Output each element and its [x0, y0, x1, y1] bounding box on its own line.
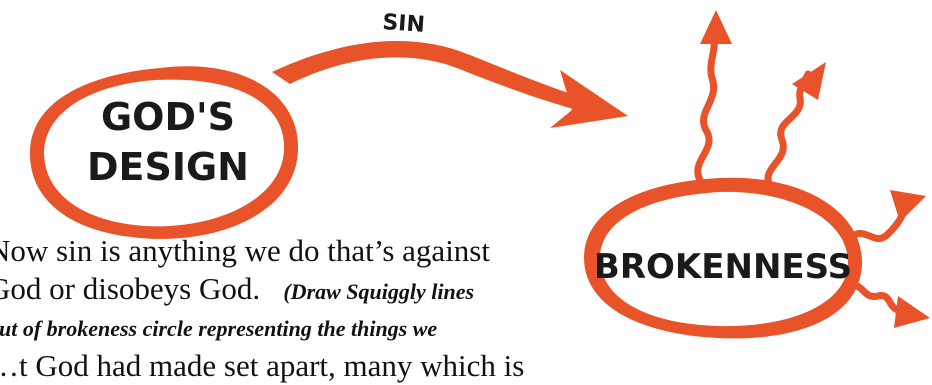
brokenness-label: BROKENNESS [594, 247, 852, 287]
explanation-text: Now sin is anything we do that’s against… [0, 232, 488, 385]
instruction-text-1: (Draw Squiggly lines [283, 279, 474, 304]
squiggle-arrow-3-head [890, 190, 926, 222]
gods-design-label-line1: GOD'S [101, 95, 235, 139]
squiggle-arrow-1 [698, 40, 715, 180]
squiggle-arrow-4-head [894, 296, 930, 328]
explanation-line-1: Now sin is anything we do that’s against [0, 232, 488, 270]
explanation-line-4: …t God had made set apart, many which is [0, 347, 488, 385]
explanation-line-2-plain: God or disobeys God. [0, 271, 260, 306]
diagram-canvas: SIN GOD'S DESIGN BROKENNESS Now sin is a… [0, 0, 932, 349]
squiggle-arrow-1-head [700, 10, 732, 44]
sin-arrow-shaft [272, 41, 610, 118]
squiggle-arrow-2 [768, 74, 808, 186]
explanation-line-2: God or disobeys God. (Draw Squiggly line… [0, 270, 488, 311]
instruction-text-2: out of brokeness circle representing the… [0, 311, 488, 347]
gods-design-label-line2: DESIGN [87, 145, 249, 189]
squiggle-arrow-3 [850, 206, 904, 239]
sin-label: SIN [382, 10, 426, 38]
